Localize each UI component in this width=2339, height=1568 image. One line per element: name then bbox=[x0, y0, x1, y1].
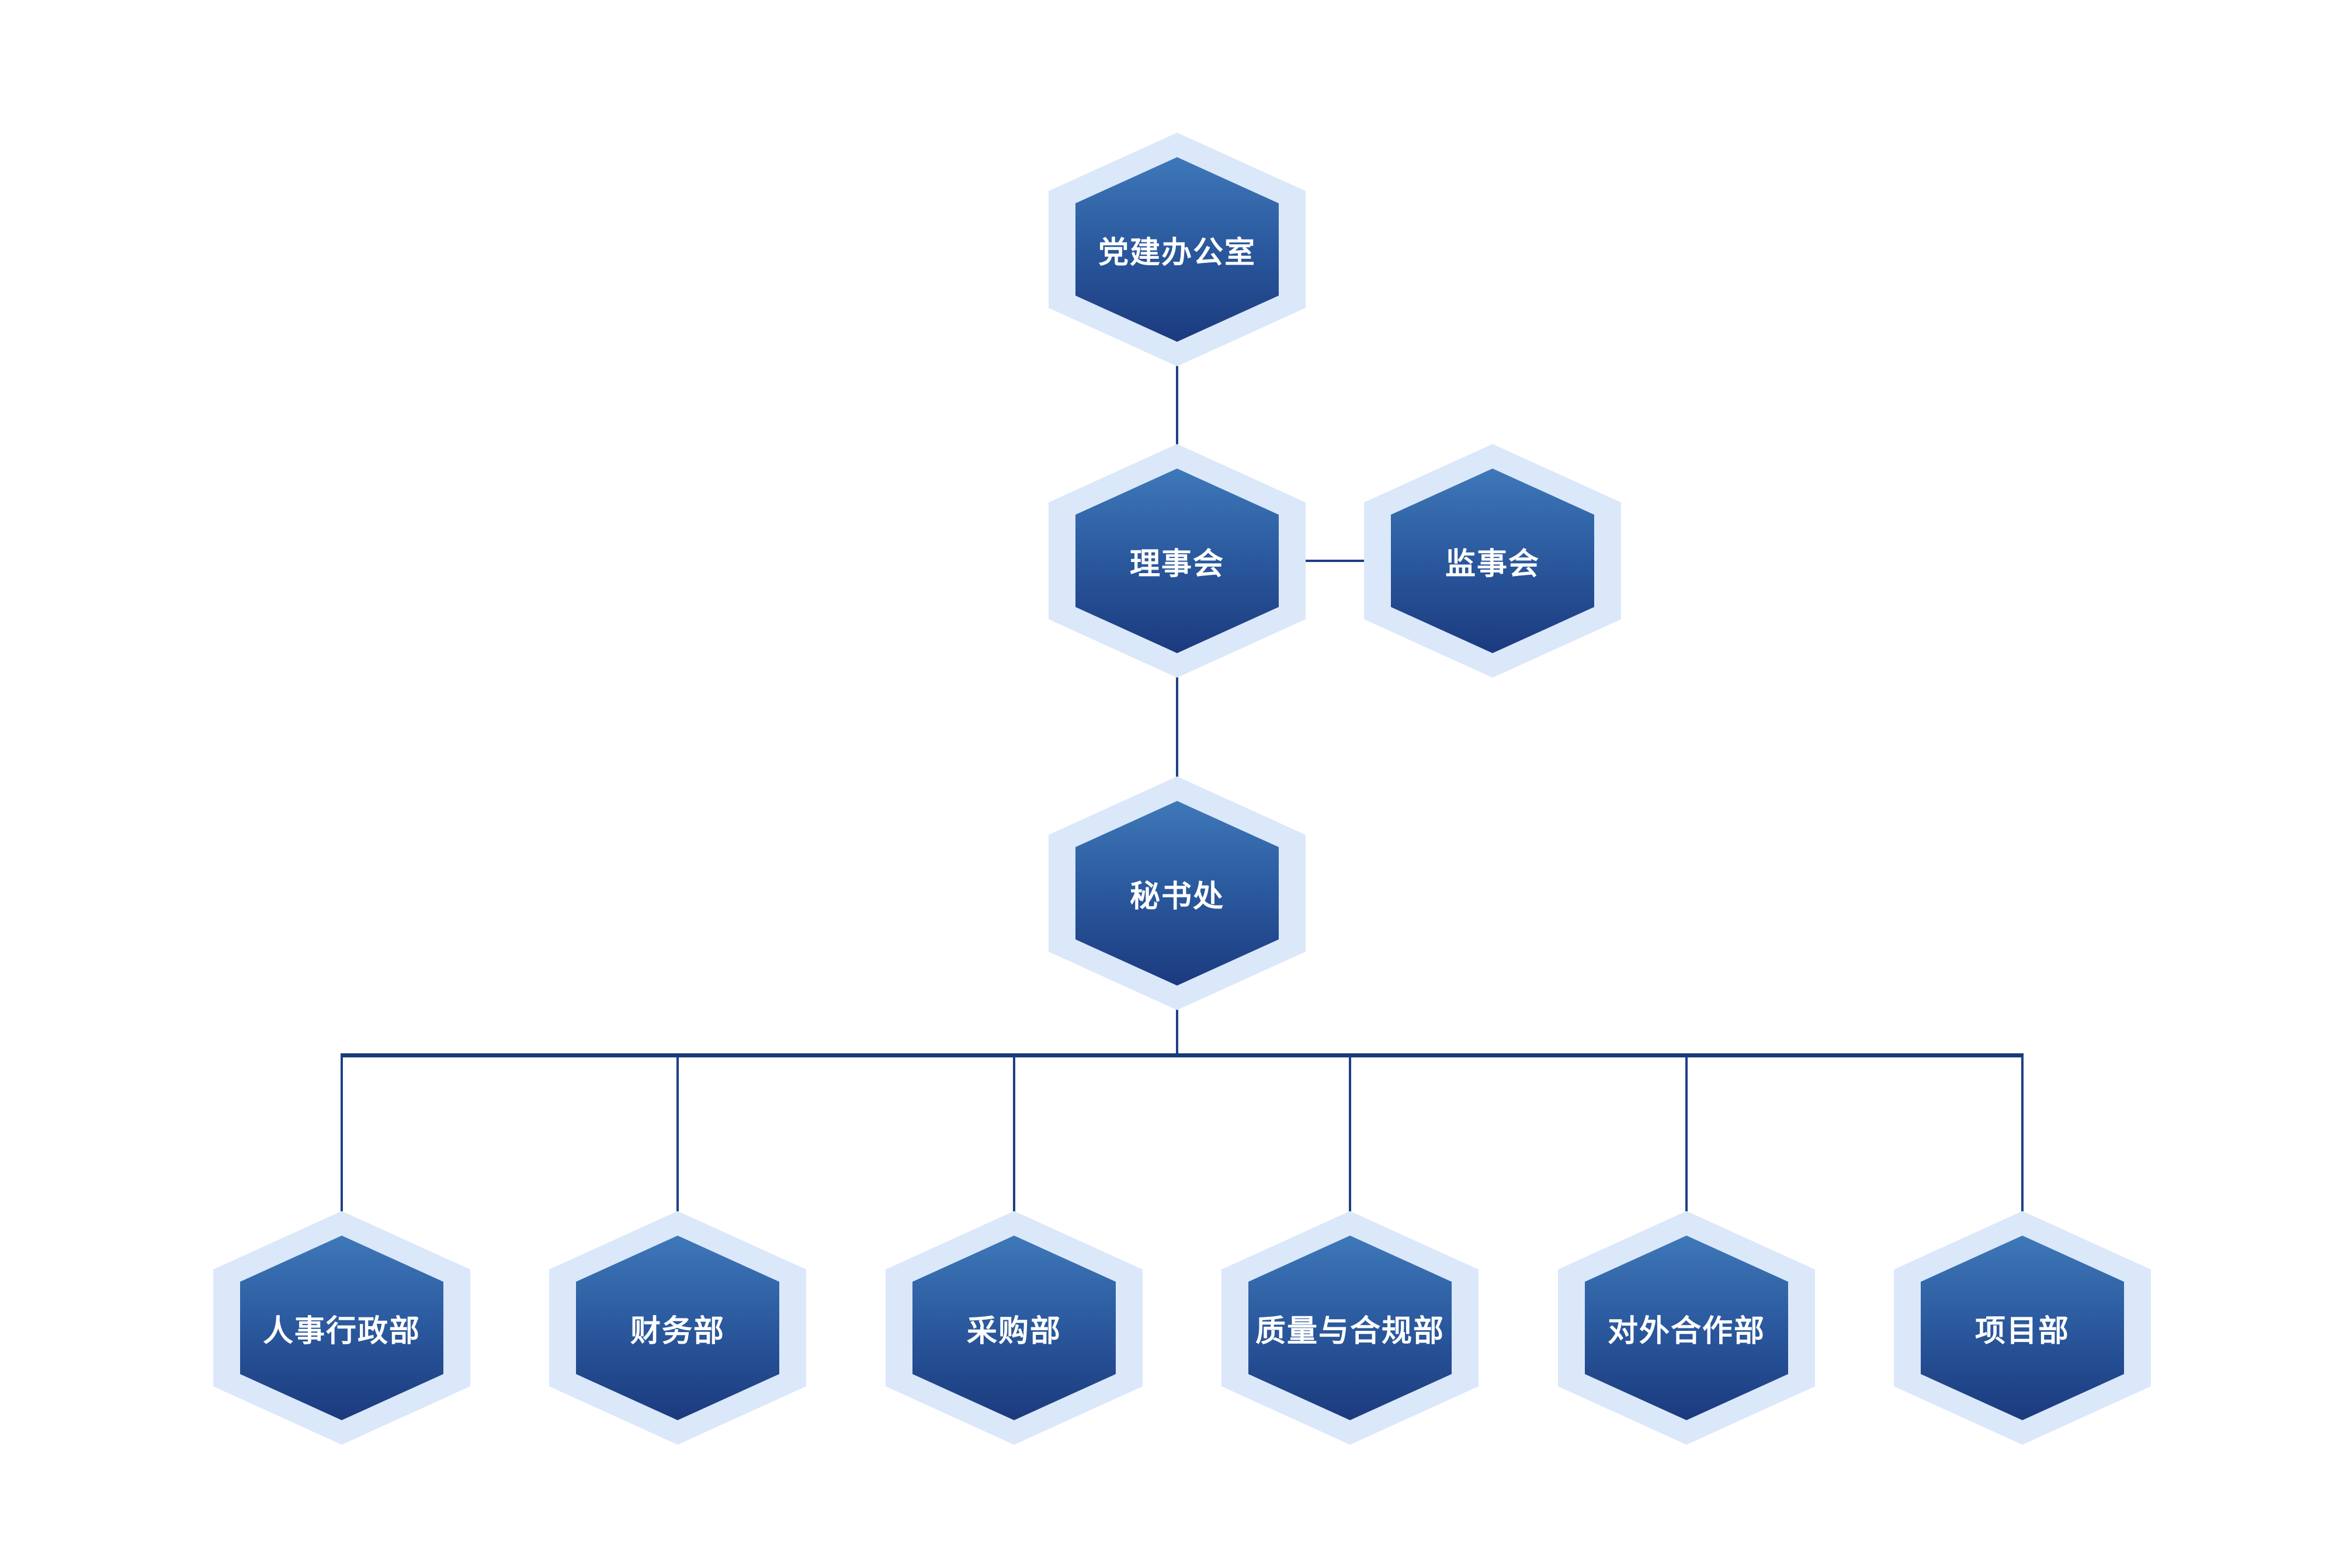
node-hr-admin-dept: 人事行政部 bbox=[213, 1211, 470, 1445]
edge-drop-project bbox=[2021, 1056, 2024, 1212]
node-quality-compliance-dept: 质量与合规部 bbox=[1221, 1211, 1479, 1445]
node-supervisory-board-label: 监事会 bbox=[1445, 546, 1540, 582]
node-project-dept: 项目部 bbox=[1894, 1211, 2151, 1445]
node-finance-dept-hexagon: 财务部 bbox=[576, 1236, 779, 1420]
node-party-building-office: 党建办公室 bbox=[1049, 133, 1306, 366]
node-procurement-dept: 采购部 bbox=[886, 1211, 1143, 1445]
node-party-building-office-hexagon: 党建办公室 bbox=[1075, 157, 1279, 342]
node-council: 理事会 bbox=[1049, 444, 1306, 678]
edge-party-to-council bbox=[1176, 365, 1178, 445]
node-hr-admin-dept-label: 人事行政部 bbox=[262, 1313, 421, 1349]
node-finance-dept: 财务部 bbox=[549, 1211, 806, 1445]
edge-drop-procurement bbox=[1013, 1056, 1015, 1212]
node-external-cooperation-dept: 对外合作部 bbox=[1558, 1211, 1815, 1445]
edge-secretariat-to-bus bbox=[1176, 1009, 1178, 1056]
edge-drop-external bbox=[1685, 1056, 1688, 1212]
edge-drop-quality bbox=[1349, 1056, 1351, 1212]
node-project-dept-hexagon: 项目部 bbox=[1921, 1236, 2124, 1420]
node-quality-compliance-dept-hexagon: 质量与合规部 bbox=[1248, 1236, 1452, 1420]
node-procurement-dept-hexagon: 采购部 bbox=[912, 1236, 1116, 1420]
edge-bus-horizontal bbox=[341, 1053, 2024, 1057]
node-finance-dept-label: 财务部 bbox=[630, 1313, 725, 1349]
node-secretariat-label: 秘书处 bbox=[1129, 879, 1224, 914]
edge-drop-finance bbox=[676, 1056, 679, 1212]
node-external-cooperation-dept-label: 对外合作部 bbox=[1607, 1313, 1765, 1349]
node-supervisory-board: 监事会 bbox=[1364, 444, 1621, 678]
node-council-hexagon: 理事会 bbox=[1075, 469, 1279, 653]
edge-council-to-secretariat bbox=[1176, 677, 1178, 778]
node-secretariat: 秘书处 bbox=[1049, 776, 1306, 1010]
node-hr-admin-dept-hexagon: 人事行政部 bbox=[240, 1236, 443, 1420]
node-supervisory-board-hexagon: 监事会 bbox=[1391, 469, 1594, 653]
node-secretariat-hexagon: 秘书处 bbox=[1075, 801, 1279, 986]
node-council-label: 理事会 bbox=[1129, 546, 1224, 582]
edge-council-to-supervisory bbox=[1304, 560, 1365, 562]
node-procurement-dept-label: 采购部 bbox=[966, 1313, 1061, 1349]
node-external-cooperation-dept-hexagon: 对外合作部 bbox=[1585, 1236, 1788, 1420]
node-party-building-office-label: 党建办公室 bbox=[1098, 235, 1256, 270]
node-quality-compliance-dept-label: 质量与合规部 bbox=[1255, 1313, 1445, 1349]
edge-drop-hr-admin bbox=[341, 1056, 343, 1212]
node-project-dept-label: 项目部 bbox=[1974, 1313, 2070, 1349]
